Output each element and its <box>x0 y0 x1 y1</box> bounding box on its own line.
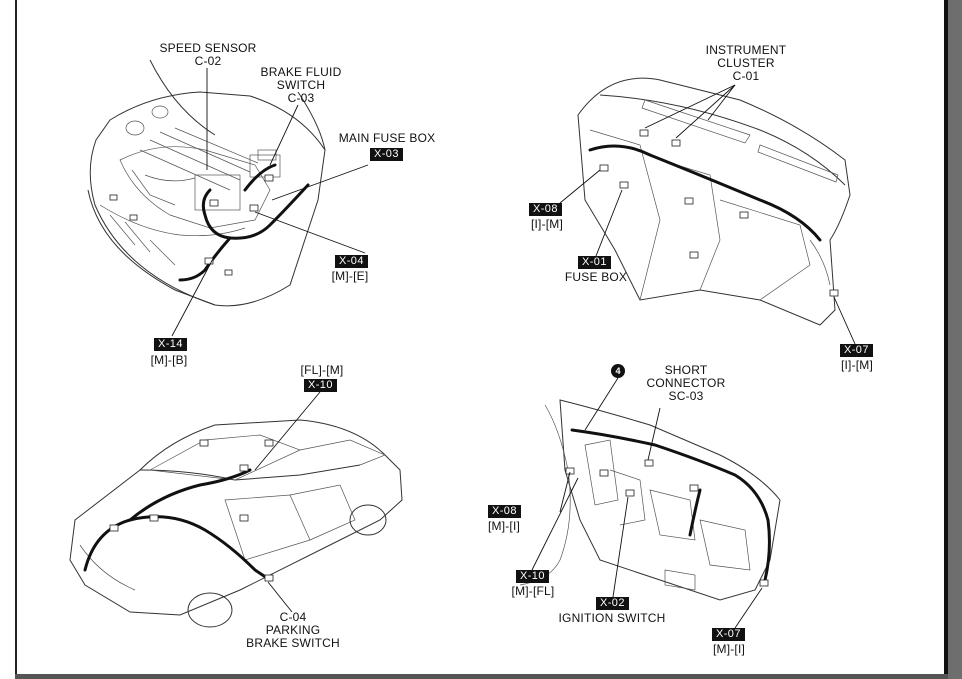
connector-tag-x08-bottom: X-08 <box>488 505 521 518</box>
frame-bottom-border <box>15 674 948 679</box>
connector-tag-x10-top: X-10 <box>304 379 337 392</box>
lower-dash-leader-lines <box>531 377 763 629</box>
brake-fluid-line1: BRAKE FLUID <box>260 65 342 79</box>
main-fuse-box-label: MAIN FUSE BOX <box>338 131 436 145</box>
lower-dashboard-illustration <box>519 399 781 601</box>
connector-tag-x02: X-02 <box>596 597 629 610</box>
speed-sensor-code: C-02 <box>194 54 222 68</box>
parking-code: C-04 <box>279 610 307 624</box>
parking-line2: BRAKE SWITCH <box>246 636 340 650</box>
car-leader-lines <box>254 391 321 613</box>
parking-brake-switch-label: C-04 PARKING BRAKE SWITCH <box>240 611 346 650</box>
engine-leader-lines <box>171 68 369 337</box>
connector-x07-top-sub: [I]-[M] <box>840 358 874 372</box>
connector-tag-x10-bottom: X-10 <box>516 570 549 583</box>
connector-x10-bottom-sub: [M]-[FL] <box>511 584 555 598</box>
connector-tag-x03: X-03 <box>370 148 403 161</box>
connector-tag-x08-top: X-08 <box>529 203 562 216</box>
connector-tag-x07-bottom: X-07 <box>712 628 745 641</box>
engine-compartment-illustration <box>87 59 326 307</box>
parking-line1: PARKING <box>265 623 321 637</box>
connector-tag-x07-top: X-07 <box>840 344 873 357</box>
connector-x08-top-sub: [I]-[M] <box>530 217 564 231</box>
connector-x04-sub: [M]-[E] <box>331 269 369 283</box>
short-connector-label: SHORT CONNECTOR SC-03 <box>640 364 732 403</box>
speed-sensor-name: SPEED SENSOR <box>159 41 257 55</box>
frame-left-border <box>15 0 17 679</box>
short-line1: SHORT <box>664 363 708 377</box>
fuse-box-label: FUSE BOX <box>564 270 628 284</box>
window-scrollbar-gutter <box>948 0 962 679</box>
short-code: SC-03 <box>668 389 704 403</box>
dashboard-illustration <box>577 77 851 326</box>
brake-fluid-code: C-03 <box>287 91 315 105</box>
connector-x14-sub: [M]-[B] <box>150 353 188 367</box>
connector-tag-x01: X-01 <box>578 256 611 269</box>
connector-tag-x14: X-14 <box>154 338 187 351</box>
brake-fluid-switch-label: BRAKE FLUID SWITCH C-03 <box>255 66 347 105</box>
instrument-line1: INSTRUMENT <box>705 43 787 57</box>
car-body-illustration <box>69 419 403 628</box>
wiring-diagram <box>69 59 856 629</box>
speed-sensor-label: SPEED SENSOR C-02 <box>152 42 264 68</box>
connector-x10-top-sub: [FL]-[M] <box>300 363 344 377</box>
connector-tag-x04: X-04 <box>335 255 368 268</box>
dashboard-leader-lines <box>559 84 856 345</box>
instrument-code: C-01 <box>732 69 760 83</box>
instrument-line2: CLUSTER <box>717 56 775 70</box>
frame-right-edge <box>944 0 948 679</box>
ignition-switch-label: IGNITION SWITCH <box>558 611 666 625</box>
reference-badge-4: 4 <box>611 364 625 378</box>
short-line2: CONNECTOR <box>646 376 726 390</box>
connector-x08-bottom-sub: [M]-[I] <box>487 519 521 533</box>
brake-fluid-line2: SWITCH <box>276 78 326 92</box>
connector-x07-bottom-sub: [M]-[I] <box>712 642 746 656</box>
instrument-cluster-label: INSTRUMENT CLUSTER C-01 <box>697 44 795 83</box>
